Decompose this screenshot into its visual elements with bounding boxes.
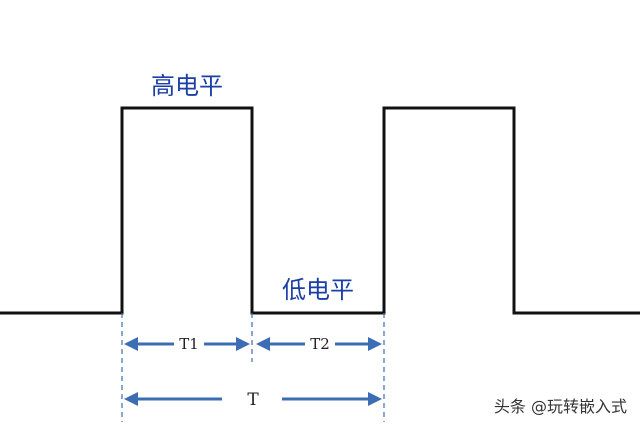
high-level-label: 高电平 [151, 72, 223, 100]
square-waveform [0, 106, 640, 315]
arrowhead-left-icon [256, 337, 270, 351]
watermark-text: 头条 @玩转嵌入式 [494, 397, 627, 416]
arrowhead-left-icon [124, 392, 138, 406]
t1-label: T1 [179, 335, 199, 353]
arrowhead-right-icon [368, 392, 382, 406]
t1-dimension-arrow: T1 [124, 335, 250, 353]
t-period-label: T [247, 390, 259, 410]
arrowhead-left-icon [124, 337, 138, 351]
arrowhead-right-icon [236, 337, 250, 351]
t2-dimension-arrow: T2 [256, 335, 382, 353]
arrowhead-right-icon [368, 337, 382, 351]
low-level-label: 低电平 [282, 276, 354, 304]
t2-label: T2 [310, 335, 330, 353]
t-period-dimension-arrow: T [124, 388, 382, 410]
